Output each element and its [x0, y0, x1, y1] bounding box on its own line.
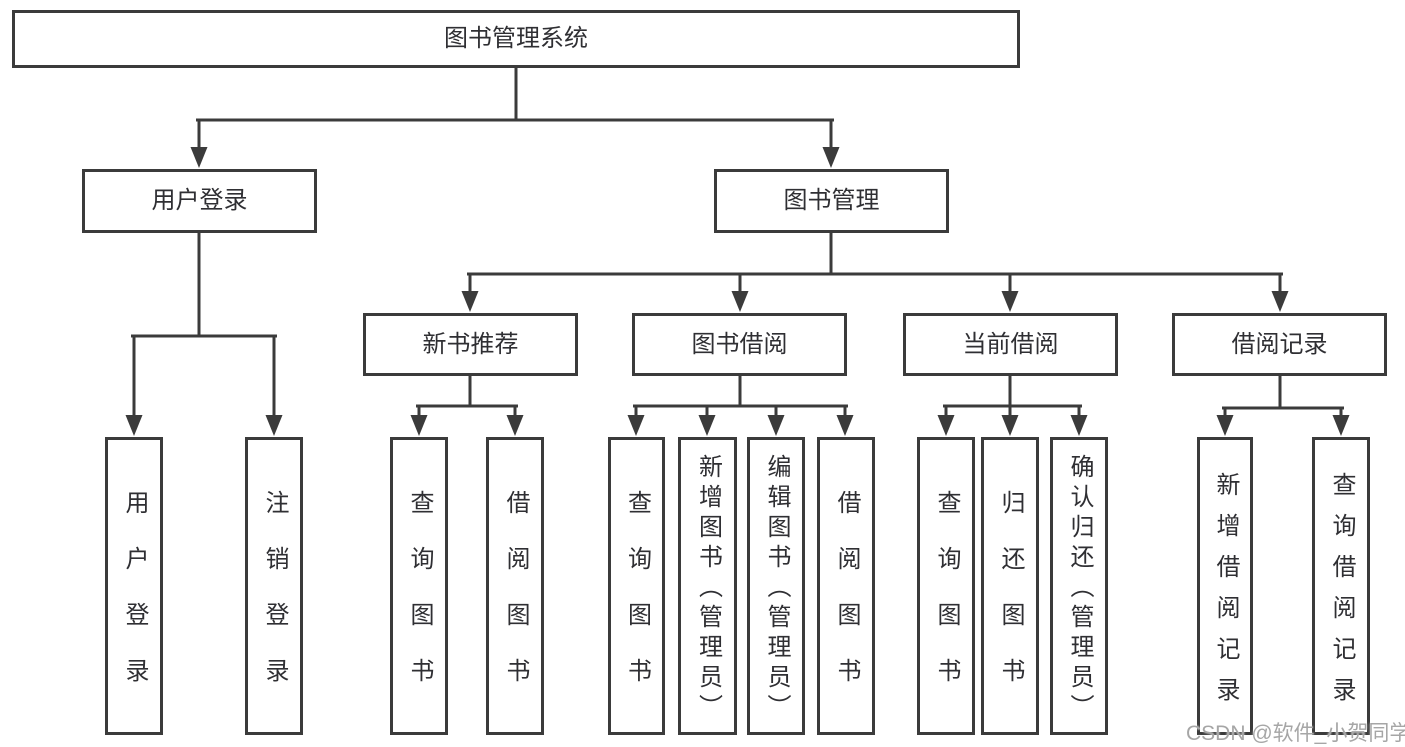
leaf-borrowing-query-books: 查询图书 [608, 437, 665, 735]
connector-mgmt-to-level3 [461, 231, 1289, 312]
leaf-newbook-query-books-label: 查询图书 [406, 490, 433, 714]
leaf-confirm-return-admin: 确认归还（管理员） [1050, 437, 1108, 735]
node-book-borrowing: 图书借阅 [632, 313, 847, 376]
connector-root-to-level2 [190, 66, 840, 168]
csdn-watermark: CSDN @软件_小贺同学 [1186, 722, 1405, 745]
node-root-system: 图书管理系统 [12, 10, 1020, 68]
leaf-edit-books-admin-label: 编辑图书（管理员） [763, 454, 790, 724]
leaf-confirm-return-admin-label: 确认归还（管理员） [1066, 454, 1093, 724]
connector-login-to-leaves [125, 231, 283, 436]
leaf-return-books: 归还图书 [981, 437, 1039, 735]
node-book-borrowing-label: 图书借阅 [691, 330, 788, 358]
leaf-newbook-borrow-books: 借阅图书 [486, 437, 544, 735]
connector-borrow-to-leaves [627, 374, 854, 436]
leaf-logout-label: 注销登录 [261, 490, 288, 714]
leaf-edit-books-admin: 编辑图书（管理员） [747, 437, 805, 735]
leaf-current-query-books-label: 查询图书 [933, 490, 960, 714]
leaf-current-query-books: 查询图书 [917, 437, 975, 735]
leaf-borrowing-query-books-label: 查询图书 [623, 490, 651, 714]
connector-current-to-leaves [937, 374, 1088, 436]
leaf-add-borrow-record: 新增借阅记录 [1197, 437, 1253, 735]
node-current-borrowing-label: 当前借阅 [962, 330, 1059, 358]
leaf-query-borrow-record-label: 查询借阅记录 [1328, 471, 1355, 718]
leaf-add-borrow-record-label: 新增借阅记录 [1212, 471, 1239, 718]
node-new-book-recommend: 新书推荐 [363, 313, 578, 376]
node-borrowing-records-label: 借阅记录 [1231, 330, 1328, 358]
connector-records-to-leaves [1216, 374, 1350, 436]
leaf-borrowing-borrow-books: 借阅图书 [817, 437, 875, 735]
leaf-query-borrow-record: 查询借阅记录 [1312, 437, 1370, 735]
leaf-newbook-query-books: 查询图书 [390, 437, 448, 735]
connector-newbook-to-leaves [410, 374, 524, 436]
node-new-book-recommend-label: 新书推荐 [422, 330, 519, 358]
leaf-newbook-borrow-books-label: 借阅图书 [502, 490, 529, 714]
leaf-return-books-label: 归还图书 [997, 490, 1024, 714]
node-root-label: 图书管理系统 [444, 25, 588, 52]
node-user-login-label: 用户登录 [151, 187, 248, 214]
leaf-borrowing-borrow-books-label: 借阅图书 [833, 490, 860, 714]
leaf-user-login-label: 用户登录 [121, 490, 148, 714]
leaf-user-login: 用户登录 [105, 437, 163, 735]
node-user-login: 用户登录 [82, 169, 317, 233]
leaf-add-books-admin-label: 新增图书（管理员） [694, 454, 722, 724]
node-borrowing-records: 借阅记录 [1172, 313, 1387, 376]
leaf-add-books-admin: 新增图书（管理员） [678, 437, 737, 735]
node-book-management-label: 图书管理 [783, 187, 880, 214]
node-current-borrowing: 当前借阅 [903, 313, 1118, 376]
leaf-logout: 注销登录 [245, 437, 303, 735]
node-book-management: 图书管理 [714, 169, 949, 233]
